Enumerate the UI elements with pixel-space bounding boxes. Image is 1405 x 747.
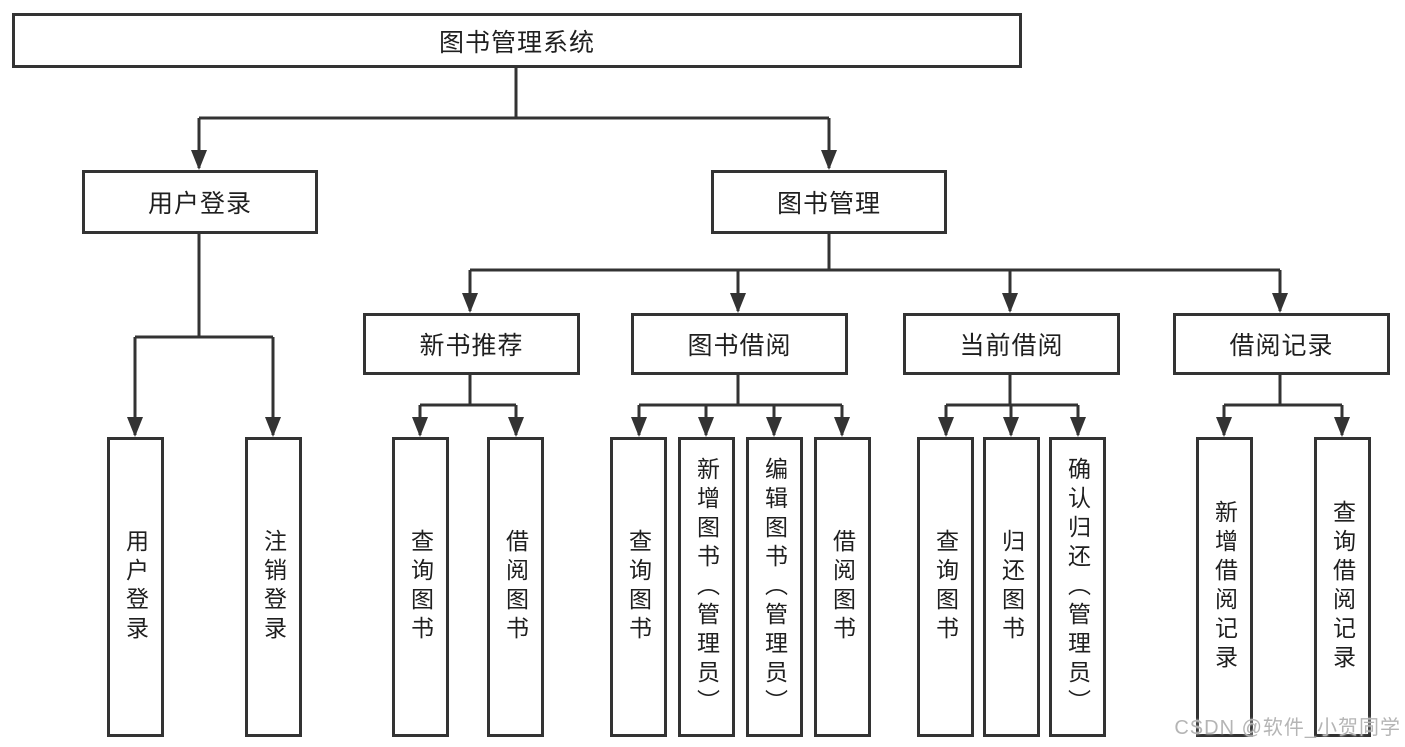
leaf-borrow-books-recommend: 借阅图书 <box>487 437 544 737</box>
leaf-borrow-books-borrow: 借阅图书 <box>814 437 871 737</box>
leaf-logout: 注销登录 <box>245 437 302 737</box>
node-new-book-recommend: 新书推荐 <box>363 313 580 375</box>
leaf-confirm-return-admin: 确认归还（管理员） <box>1049 437 1106 737</box>
leaf-query-borrow-record: 查询借阅记录 <box>1314 437 1371 737</box>
node-root: 图书管理系统 <box>12 13 1022 68</box>
csdn-watermark: CSDN @软件_小贺同学 <box>1174 717 1401 739</box>
node-book-management: 图书管理 <box>711 170 947 234</box>
node-current-borrow: 当前借阅 <box>903 313 1120 375</box>
leaf-user-login: 用户登录 <box>107 437 164 737</box>
leaf-query-books-recommend: 查询图书 <box>392 437 449 737</box>
leaf-add-book-admin: 新增图书（管理员） <box>678 437 735 737</box>
leaf-edit-book-admin: 编辑图书（管理员） <box>746 437 803 737</box>
leaf-return-book: 归还图书 <box>983 437 1040 737</box>
leaf-query-books-current: 查询图书 <box>917 437 974 737</box>
node-user-login: 用户登录 <box>82 170 318 234</box>
node-book-borrow: 图书借阅 <box>631 313 848 375</box>
leaf-add-borrow-record: 新增借阅记录 <box>1196 437 1253 737</box>
leaf-query-books-borrow: 查询图书 <box>610 437 667 737</box>
node-borrow-records: 借阅记录 <box>1173 313 1390 375</box>
